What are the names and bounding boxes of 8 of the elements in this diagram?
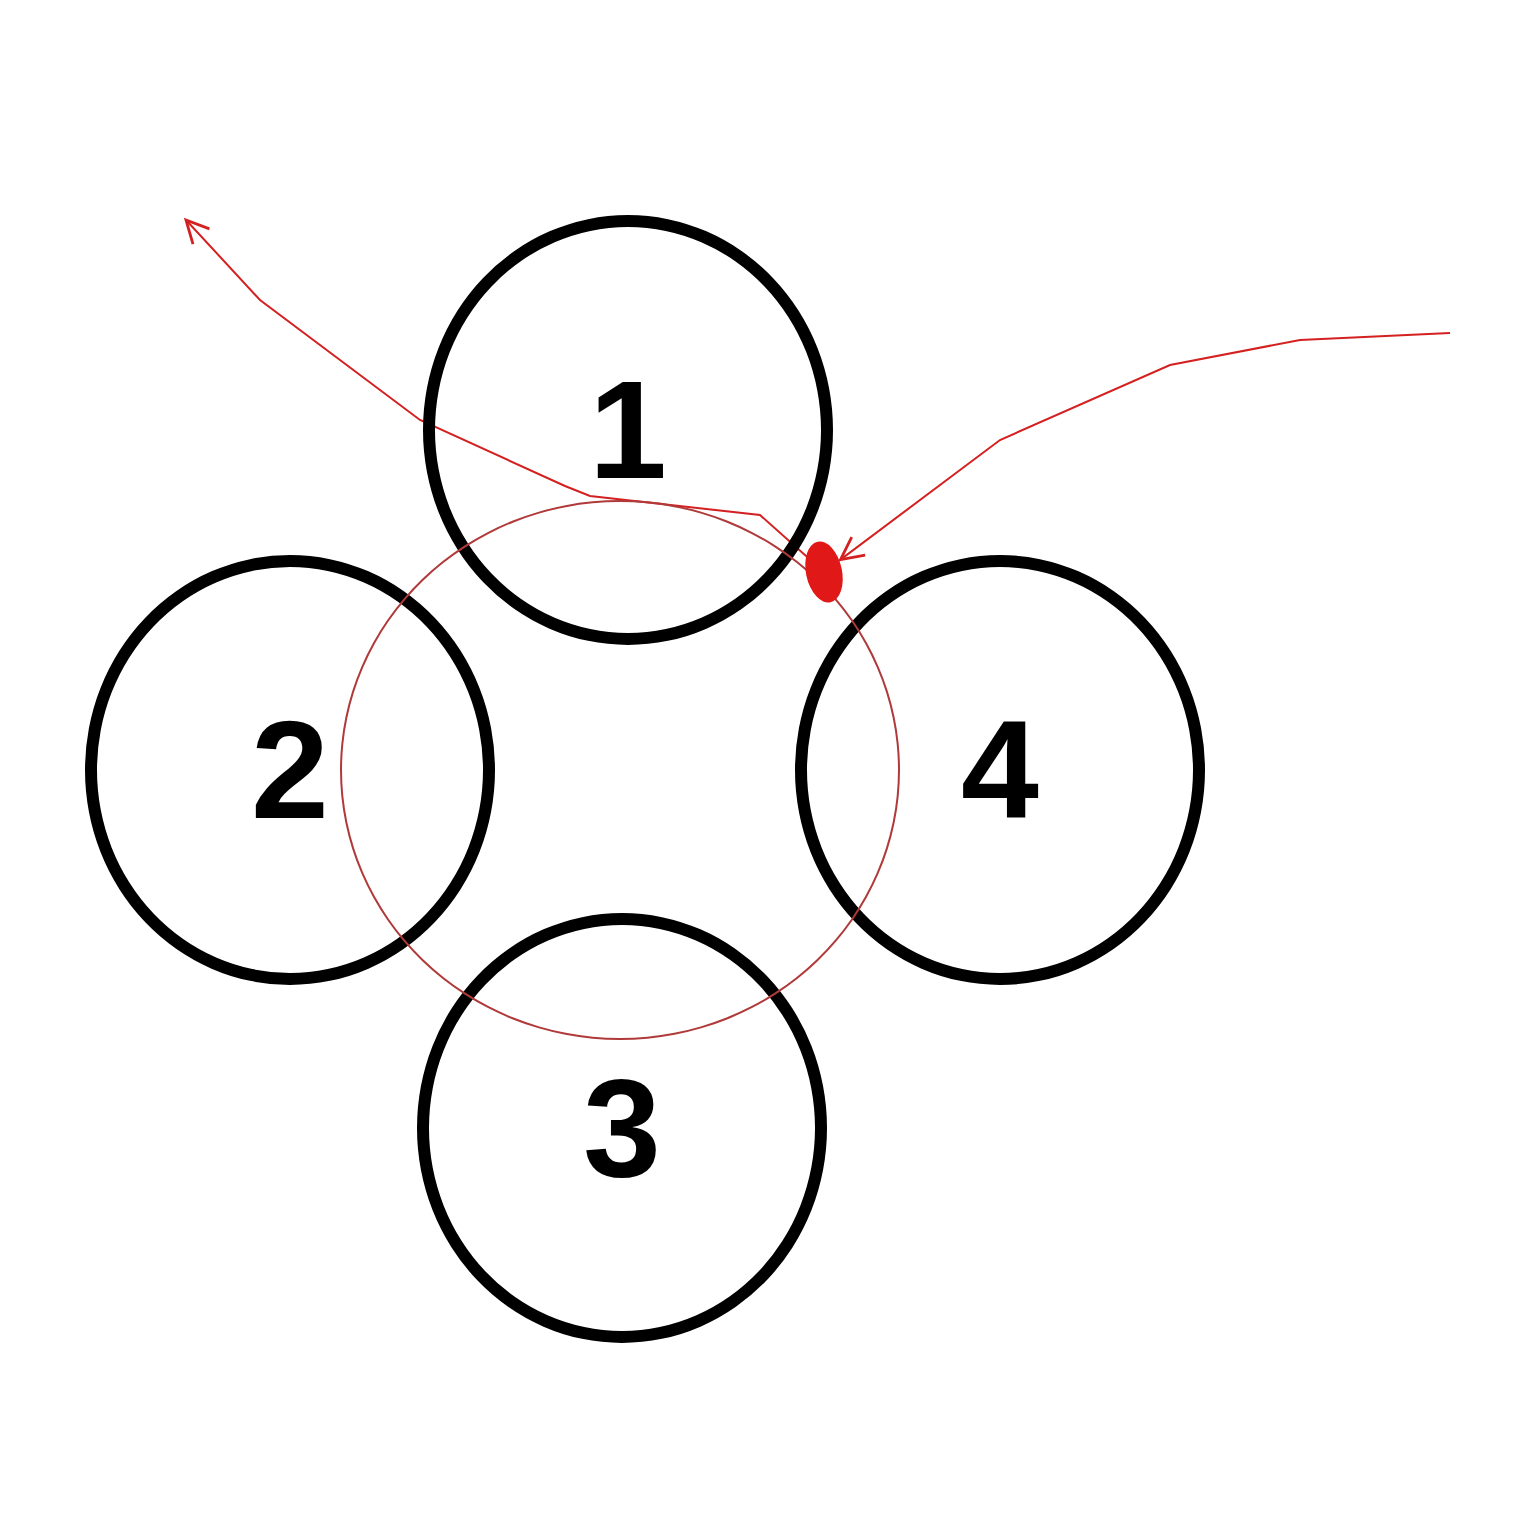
circle	[417, 913, 827, 1343]
arrow	[184, 218, 809, 559]
circle-number: 2	[251, 700, 329, 840]
circle	[85, 555, 495, 985]
circle-number: 4	[961, 700, 1039, 840]
circle-number: 3	[583, 1058, 661, 1198]
arrow	[839, 332, 1451, 561]
circle-number: 1	[589, 360, 667, 500]
